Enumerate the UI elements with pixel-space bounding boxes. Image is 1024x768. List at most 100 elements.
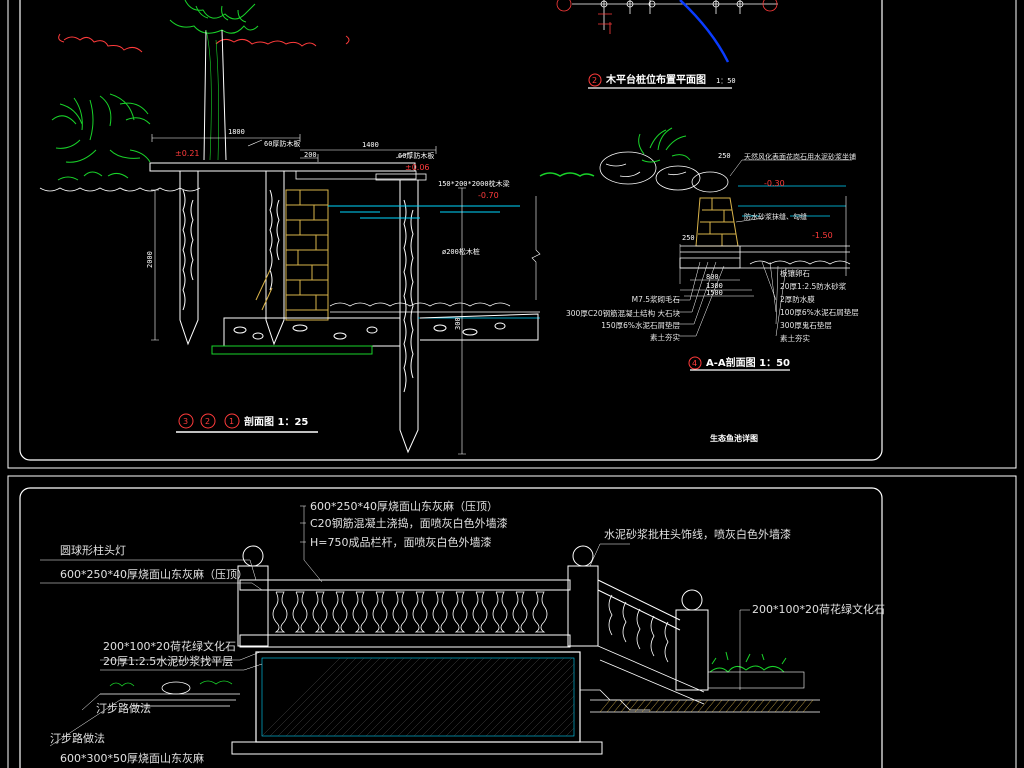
note-coping-top: 600*250*40厚烧面山东灰麻（压顶） <box>310 499 498 513</box>
bush-left-icon <box>51 93 151 181</box>
note-railing: H=750成品栏杆，面喷灰白色外墙漆 <box>310 535 491 549</box>
level-0-30: -0.30 <box>764 179 785 188</box>
label-beam: 150*200*2000枕木梁 <box>438 179 510 188</box>
svg-text:1300: 1300 <box>706 282 723 290</box>
retaining-wall <box>255 651 581 743</box>
note-coping-left: 600*250*40厚烧面山东灰麻（压顶） <box>60 567 248 581</box>
label-deck-right: 60厚防木板 <box>398 151 434 160</box>
balustrade-cap <box>239 579 571 591</box>
dimension-lines <box>151 134 541 455</box>
dim-200: 200 <box>304 151 317 159</box>
level-right: ±0.06 <box>405 163 430 172</box>
section-title-left: 剖面图 1：25 <box>244 415 308 428</box>
note-waterproof: 防水砂浆抹缝、勾缝 <box>744 212 807 221</box>
label-deck-left: 60厚防木板 <box>264 139 300 148</box>
baluster <box>412 591 428 633</box>
svg-text:板镶卵石: 板镶卵石 <box>780 268 810 278</box>
dim-300: 300 <box>454 317 462 330</box>
dim-1400: 1400 <box>362 141 379 149</box>
stone-masonry-wall <box>255 189 329 321</box>
tree-trunk <box>203 29 227 161</box>
stepping-stone-path <box>100 680 240 707</box>
svg-text:素土夯实: 素土夯实 <box>780 333 810 343</box>
baluster <box>312 591 328 633</box>
plan-scale: 1：50 <box>716 77 736 85</box>
wall-hatch <box>261 657 575 737</box>
left-notes: M7.5浆砌毛石 300厚C20钢筋混凝土结构 大石块 150厚6%水泥石屑垫层… <box>566 294 680 342</box>
shrub-right-icon <box>709 651 787 673</box>
baluster <box>332 591 348 633</box>
svg-text:1: 1 <box>229 417 234 426</box>
baluster <box>352 591 368 633</box>
note-culture-stone-left: 200*100*20荷花绿文化石 <box>103 639 236 653</box>
top-inner-frame <box>19 0 883 461</box>
dim-250-top: 250 <box>718 152 731 160</box>
plan-title: 木平台桩位布置平面图 <box>605 73 706 86</box>
svg-text:3: 3 <box>183 417 188 426</box>
svg-text:4: 4 <box>692 359 697 368</box>
baluster <box>292 591 308 633</box>
label-pile: ø200松木桩 <box>442 247 480 256</box>
svg-text:800: 800 <box>706 273 719 281</box>
level-left: ±0.21 <box>175 149 200 158</box>
baluster <box>532 591 548 633</box>
leader-lines-right <box>676 159 852 337</box>
top-outer-frame <box>7 0 1017 469</box>
baluster <box>452 591 468 633</box>
svg-text:素土夯实: 素土夯实 <box>650 332 680 342</box>
svg-text:20厚1:2.5防水砂浆: 20厚1:2.5防水砂浆 <box>780 281 847 291</box>
baluster <box>492 591 508 633</box>
svg-text:150厚6%水泥石屑垫层: 150厚6%水泥石屑垫层 <box>601 320 680 330</box>
note-stepping-1: 汀步路做法 <box>96 701 151 715</box>
pond-detail-title: 生态鱼池详图 <box>710 433 758 443</box>
balusters <box>272 591 548 633</box>
note-concrete: C20钢筋混凝土浇捣，面喷灰白色外墙漆 <box>310 516 508 530</box>
water-level-lines <box>328 205 520 219</box>
baluster <box>432 591 448 633</box>
section-title-group: 3 2 1 剖面图 1：25 <box>176 413 318 433</box>
svg-text:2: 2 <box>592 76 597 85</box>
timber-deck <box>149 162 416 172</box>
posts <box>237 545 709 691</box>
baluster <box>372 591 388 633</box>
right-notes: 板镶卵石 20厚1:2.5防水砂浆 2厚防水膜 100厚6%水泥石屑垫层 300… <box>780 268 859 343</box>
note-paving: 600*300*50厚烧面山东灰麻 <box>60 751 204 765</box>
level-1-50: -1.50 <box>812 231 833 240</box>
timber-piles <box>179 171 419 454</box>
note-granite: 天然风化表面花岗石用水泥砂浆坐铺 <box>744 152 856 161</box>
section-drawing-left: 1800 1400 200 60厚防木板 60厚防木板 150*200*2000… <box>39 0 541 455</box>
baluster <box>272 591 288 633</box>
note-mortar: 20厚1:2.5水泥砂浆找平层 <box>103 654 233 668</box>
pond-detail-right: 2 木平台桩位布置平面图 1：50 <box>539 0 859 443</box>
svg-text:2: 2 <box>205 417 210 426</box>
svg-text:300厚C20钢筋混凝土结构 大石块: 300厚C20钢筋混凝土结构 大石块 <box>566 308 680 318</box>
bottom-leaders <box>40 505 750 747</box>
bottom-outer-frame <box>7 475 1017 768</box>
baluster <box>472 591 488 633</box>
note-lamp: 圆球形柱头灯 <box>60 543 126 557</box>
level-water: -0.70 <box>478 191 499 200</box>
pile-plan-fragment <box>556 0 778 63</box>
aa-section-title: A-A剖面图 1：50 <box>706 356 790 369</box>
tree-foliage-icon <box>169 0 259 34</box>
baluster <box>512 591 528 633</box>
note-stepping-2: 汀步路做法 <box>50 731 105 745</box>
svg-text:M7.5浆砌毛石: M7.5浆砌毛石 <box>632 294 681 304</box>
svg-text:1500: 1500 <box>706 289 723 297</box>
tree-canopy-icon <box>58 33 350 53</box>
boulders <box>599 151 729 193</box>
note-post-cap: 水泥砂浆批柱头饰线，喷灰白色外墙漆 <box>604 527 791 541</box>
baluster <box>392 591 408 633</box>
fern-plant-icon <box>539 127 691 177</box>
dim-1800: 1800 <box>228 128 245 136</box>
balustrade-elevation: 600*250*40厚烧面山东灰麻（压顶） C20钢筋混凝土浇捣，面喷灰白色外墙… <box>40 499 885 765</box>
svg-text:300厚鬼石垫层: 300厚鬼石垫层 <box>780 320 832 330</box>
note-culture-stone-right: 200*100*20荷花绿文化石 <box>752 602 885 616</box>
svg-text:250: 250 <box>682 234 695 242</box>
svg-text:2厚防水膜: 2厚防水膜 <box>780 294 815 304</box>
dim-2000: 2000 <box>146 251 154 268</box>
bottom-inner-frame <box>19 487 883 768</box>
stone-wall-right <box>695 197 739 247</box>
foundation-slab <box>223 313 539 347</box>
